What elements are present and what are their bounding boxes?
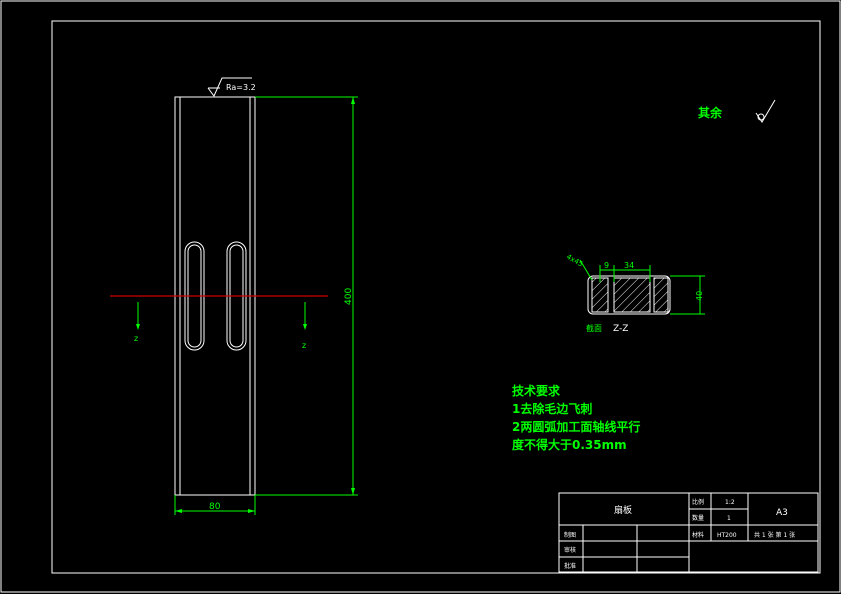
tb-qty-label: 数量 [692,514,704,522]
title-block: 扇板 比例 1:2 数量 1 材料 HT200 A3 共 1 张 第 1 张 制… [558,492,819,573]
remaining-roughness: 其余 [698,99,776,123]
section-dim-chamfer: 4x45 [565,253,584,269]
tb-material-value: HT200 [717,532,737,539]
tb-sheet-size: A3 [776,508,788,518]
tb-approve-label: 批准 [564,562,576,570]
height-dim-label: 400 [344,288,354,305]
section-mark-left: z [134,334,138,343]
notes-line2: 2两圆弧加工面轴线平行 [512,419,640,434]
section-note: 截面 [586,323,602,333]
section-arrow-left: z [134,302,140,343]
width-dimension: 80 [174,495,256,515]
tb-check-label: 审核 [564,546,576,554]
notes-line3: 度不得大于0.35mm [512,437,627,452]
section-outline [587,275,671,315]
section-arrow-right: z [302,302,307,350]
roughness-label: Ra=3.2 [226,83,256,92]
section-dim-b: 34 [624,261,634,270]
section-mark-right: z [302,341,306,350]
tb-part-name: 扇板 [614,504,632,516]
inner-border [51,20,821,574]
width-dim-label: 80 [209,502,221,512]
height-dimension: 400 [255,96,358,496]
section-dim-a: 9 [604,261,609,270]
technical-notes: 技术要求 1去除毛边飞刺 2两圆弧加工面轴线平行 度不得大于0.35mm [512,383,640,452]
notes-line1: 1去除毛边飞刺 [512,401,592,416]
roughness-symbol: Ra=3.2 [207,77,256,97]
tb-qty-value: 1 [727,515,731,522]
section-label: Z-Z [613,324,628,334]
notes-title: 技术要求 [512,383,561,398]
section-view: 40 9 34 4x45 截面 Z-Z [565,253,705,334]
tb-scale-value: 1:2 [725,499,735,506]
tb-material-label: 材料 [692,531,704,539]
remaining-label: 其余 [698,105,723,120]
tb-sheet-info: 共 1 张 第 1 张 [754,531,795,539]
tb-scale-label: 比例 [692,498,704,506]
tb-drawn-label: 制图 [564,531,576,539]
section-dim-h: 40 [695,291,704,301]
